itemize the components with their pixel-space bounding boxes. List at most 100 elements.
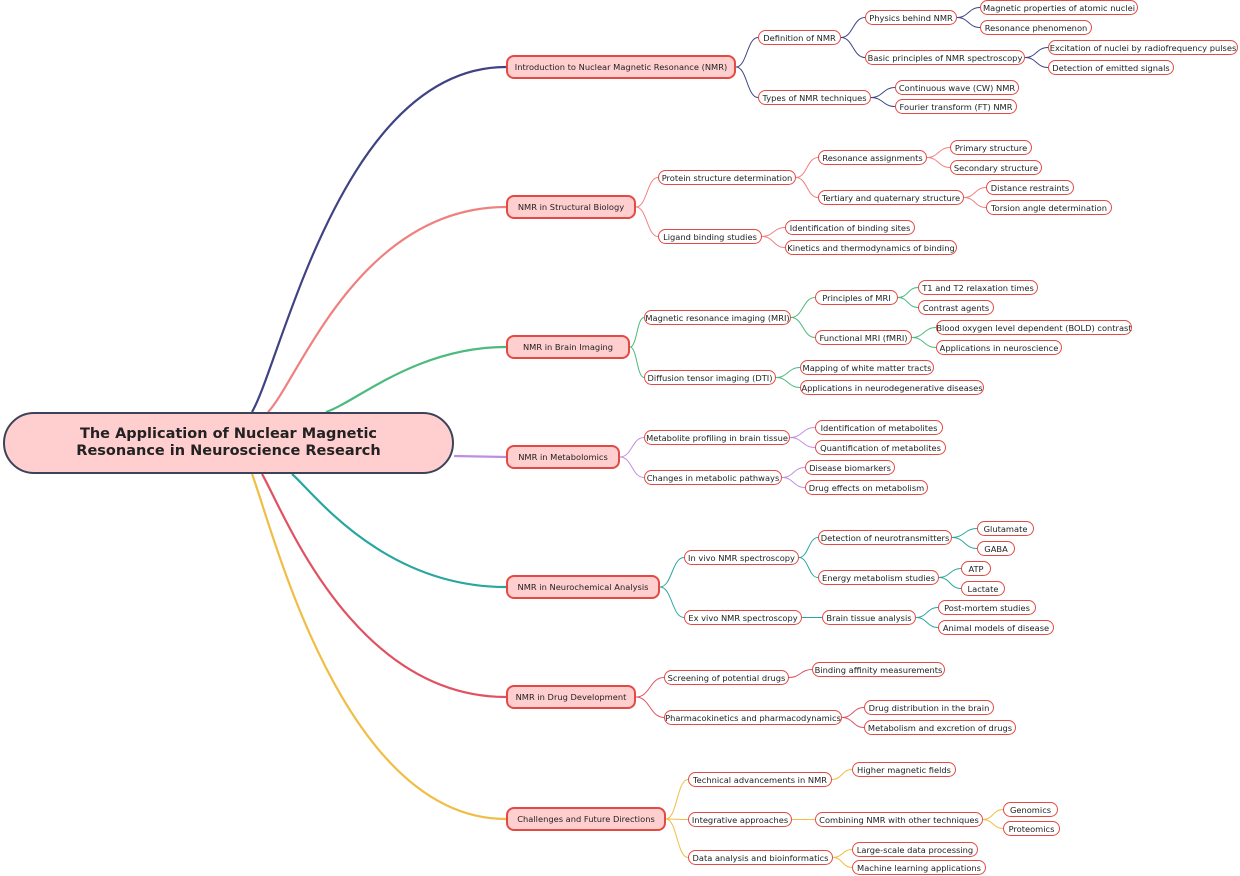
subtopic-4-0-0[interactable]: Detection of neurotransmitters bbox=[818, 530, 952, 545]
connector-2-0-1 bbox=[790, 317, 816, 338]
subtopic-4-1[interactable]: Ex vivo NMR spectroscopy bbox=[684, 610, 802, 625]
subtopic-4-0-1[interactable]: Energy metabolism studies bbox=[818, 570, 939, 585]
connector-2-1-1 bbox=[775, 377, 801, 388]
connector-3-1 bbox=[619, 456, 645, 478]
subtopic-1-1[interactable]: Ligand binding studies bbox=[658, 229, 762, 244]
subtopic-4-0-0-1[interactable]: GABA bbox=[977, 541, 1015, 556]
main-connector-0 bbox=[251, 65, 507, 413]
subtopic-3-1[interactable]: Changes in metabolic pathways bbox=[644, 470, 782, 485]
subtopic-6-1-0-0[interactable]: Genomics bbox=[1003, 802, 1058, 817]
subtopic-0-0-0-0[interactable]: Magnetic properties of atomic nuclei bbox=[980, 0, 1138, 15]
branch-topic-2[interactable]: NMR in Brain Imaging bbox=[506, 335, 630, 359]
subtopic-5-1-0[interactable]: Drug distribution in the brain bbox=[864, 700, 994, 715]
subtopic-2-0-0-0[interactable]: T1 and T2 relaxation times bbox=[918, 280, 1038, 295]
subtopic-2-0-0[interactable]: Principles of MRI bbox=[815, 290, 898, 305]
branch-topic-4[interactable]: NMR in Neurochemical Analysis bbox=[506, 575, 660, 599]
connector-6-2-1 bbox=[832, 857, 853, 868]
subtopic-6-1-0-1[interactable]: Proteomics bbox=[1003, 821, 1060, 836]
subtopic-5-1-1[interactable]: Metabolism and excretion of drugs bbox=[864, 720, 1016, 735]
branch-topic-1[interactable]: NMR in Structural Biology bbox=[506, 195, 636, 219]
branch-topic-6[interactable]: Challenges and Future Directions bbox=[506, 807, 666, 831]
main-connector-2 bbox=[325, 345, 507, 414]
subtopic-4-0[interactable]: In vivo NMR spectroscopy bbox=[684, 550, 799, 565]
subtopic-2-1-1[interactable]: Applications in neurodegenerative diseas… bbox=[800, 380, 984, 395]
connector-0-0-0 bbox=[840, 17, 866, 38]
subtopic-0-0[interactable]: Definition of NMR bbox=[758, 30, 841, 45]
connector-1-0-1-1 bbox=[963, 197, 987, 208]
connector-4-1-0-0 bbox=[915, 607, 939, 618]
subtopic-1-0-1-1[interactable]: Torsion angle determination bbox=[986, 200, 1112, 215]
subtopic-4-0-1-1[interactable]: Lactate bbox=[961, 581, 1005, 596]
subtopic-4-1-0[interactable]: Brain tissue analysis bbox=[822, 610, 916, 625]
connector-3-0-1 bbox=[789, 437, 816, 448]
main-connector-4 bbox=[291, 473, 507, 589]
branch-topic-5[interactable]: NMR in Drug Development bbox=[506, 685, 636, 709]
connector-1-0 bbox=[635, 177, 659, 208]
subtopic-3-0-0[interactable]: Identification of metabolites bbox=[815, 420, 943, 435]
subtopic-0-1[interactable]: Types of NMR techniques bbox=[758, 90, 871, 105]
subtopic-6-0[interactable]: Technical advancements in NMR bbox=[688, 772, 832, 787]
connector-0-1-0 bbox=[870, 87, 896, 98]
connector-5-1-0 bbox=[841, 707, 865, 718]
subtopic-1-0-0[interactable]: Resonance assignments bbox=[818, 150, 927, 165]
connector-4-0-0 bbox=[798, 537, 819, 558]
subtopic-4-0-0-0[interactable]: Glutamate bbox=[977, 521, 1034, 536]
subtopic-2-0-1-0[interactable]: Blood oxygen level dependent (BOLD) cont… bbox=[936, 320, 1132, 335]
subtopic-0-1-0[interactable]: Continuous wave (CW) NMR bbox=[895, 80, 1019, 95]
subtopic-2-0-1[interactable]: Functional MRI (fMRI) bbox=[815, 330, 912, 345]
subtopic-1-0-1[interactable]: Tertiary and quaternary structure bbox=[818, 190, 964, 205]
subtopic-0-0-1-1[interactable]: Detection of emitted signals bbox=[1048, 60, 1174, 75]
subtopic-5-1[interactable]: Pharmacokinetics and pharmacodynamics bbox=[664, 710, 842, 725]
subtopic-4-1-0-1[interactable]: Animal models of disease bbox=[938, 620, 1054, 635]
subtopic-0-0-1-0[interactable]: Excitation of nuclei by radiofrequency p… bbox=[1048, 40, 1238, 55]
subtopic-0-0-0[interactable]: Physics behind NMR bbox=[865, 10, 957, 25]
connector-0-1-1 bbox=[870, 97, 896, 107]
subtopic-1-1-0[interactable]: Identification of binding sites bbox=[785, 220, 915, 235]
subtopic-2-0-0-1[interactable]: Contrast agents bbox=[918, 300, 994, 315]
subtopic-6-2[interactable]: Data analysis and bioinformatics bbox=[688, 850, 833, 865]
subtopic-5-0[interactable]: Screening of potential drugs bbox=[664, 670, 789, 685]
subtopic-6-1-0[interactable]: Combining NMR with other techniques bbox=[815, 812, 983, 827]
connector-0-0-1-1 bbox=[1024, 57, 1049, 68]
subtopic-2-0[interactable]: Magnetic resonance imaging (MRI) bbox=[644, 310, 791, 325]
branch-topic-0[interactable]: Introduction to Nuclear Magnetic Resonan… bbox=[506, 55, 736, 79]
connector-4-0-1-1 bbox=[938, 577, 962, 589]
main-connector-5 bbox=[261, 473, 507, 699]
subtopic-6-0-0[interactable]: Higher magnetic fields bbox=[852, 762, 956, 777]
subtopic-6-1[interactable]: Integrative approaches bbox=[688, 812, 792, 827]
subtopic-1-0-0-1[interactable]: Secondary structure bbox=[950, 160, 1042, 175]
subtopic-0-1-1[interactable]: Fourier transform (FT) NMR bbox=[895, 99, 1017, 114]
connector-3-1-0 bbox=[781, 467, 806, 478]
connector-3-1-1 bbox=[781, 477, 806, 488]
subtopic-2-1[interactable]: Diffusion tensor imaging (DTI) bbox=[644, 370, 776, 385]
subtopic-4-0-1-0[interactable]: ATP bbox=[961, 561, 991, 576]
subtopic-0-0-0-1[interactable]: Resonance phenomenon bbox=[980, 20, 1092, 35]
subtopic-6-2-1[interactable]: Machine learning applications bbox=[852, 860, 986, 875]
root-topic[interactable]: The Application of Nuclear Magnetic Reso… bbox=[3, 412, 454, 474]
subtopic-0-0-1[interactable]: Basic principles of NMR spectroscopy bbox=[865, 50, 1025, 65]
subtopic-1-0-0-0[interactable]: Primary structure bbox=[950, 140, 1032, 155]
connector-3-0 bbox=[619, 437, 645, 458]
subtopic-1-0-1-0[interactable]: Distance restraints bbox=[986, 180, 1074, 195]
connector-1-0-1-0 bbox=[963, 187, 987, 198]
connector-4-0-0-1 bbox=[951, 537, 978, 549]
subtopic-3-1-1[interactable]: Drug effects on metabolism bbox=[805, 480, 928, 495]
subtopic-2-1-0[interactable]: Mapping of white matter tracts bbox=[800, 360, 934, 375]
connector-4-1 bbox=[659, 586, 685, 618]
subtopic-5-0-0[interactable]: Binding affinity measurements bbox=[812, 662, 945, 677]
subtopic-4-1-0-0[interactable]: Post-mortem studies bbox=[938, 600, 1036, 615]
branch-topic-3[interactable]: NMR in Metabolomics bbox=[506, 445, 620, 469]
connector-6-1-0-1 bbox=[982, 819, 1004, 829]
connector-5-1 bbox=[635, 696, 665, 718]
subtopic-3-0-1[interactable]: Quantification of metabolites bbox=[815, 440, 946, 455]
connector-2-1-0 bbox=[775, 367, 801, 378]
subtopic-3-0[interactable]: Metabolite profiling in brain tissue bbox=[644, 430, 790, 445]
subtopic-2-0-1-1[interactable]: Applications in neuroscience bbox=[936, 340, 1062, 355]
subtopic-1-1-1[interactable]: Kinetics and thermodynamics of binding bbox=[785, 240, 957, 255]
subtopic-1-0[interactable]: Protein structure determination bbox=[658, 170, 796, 185]
connector-0-0-0-1 bbox=[956, 17, 981, 28]
subtopic-3-1-0[interactable]: Disease biomarkers bbox=[805, 460, 895, 475]
connector-1-0-0-1 bbox=[926, 157, 951, 168]
subtopic-6-2-0[interactable]: Large-scale data processing bbox=[852, 842, 978, 857]
